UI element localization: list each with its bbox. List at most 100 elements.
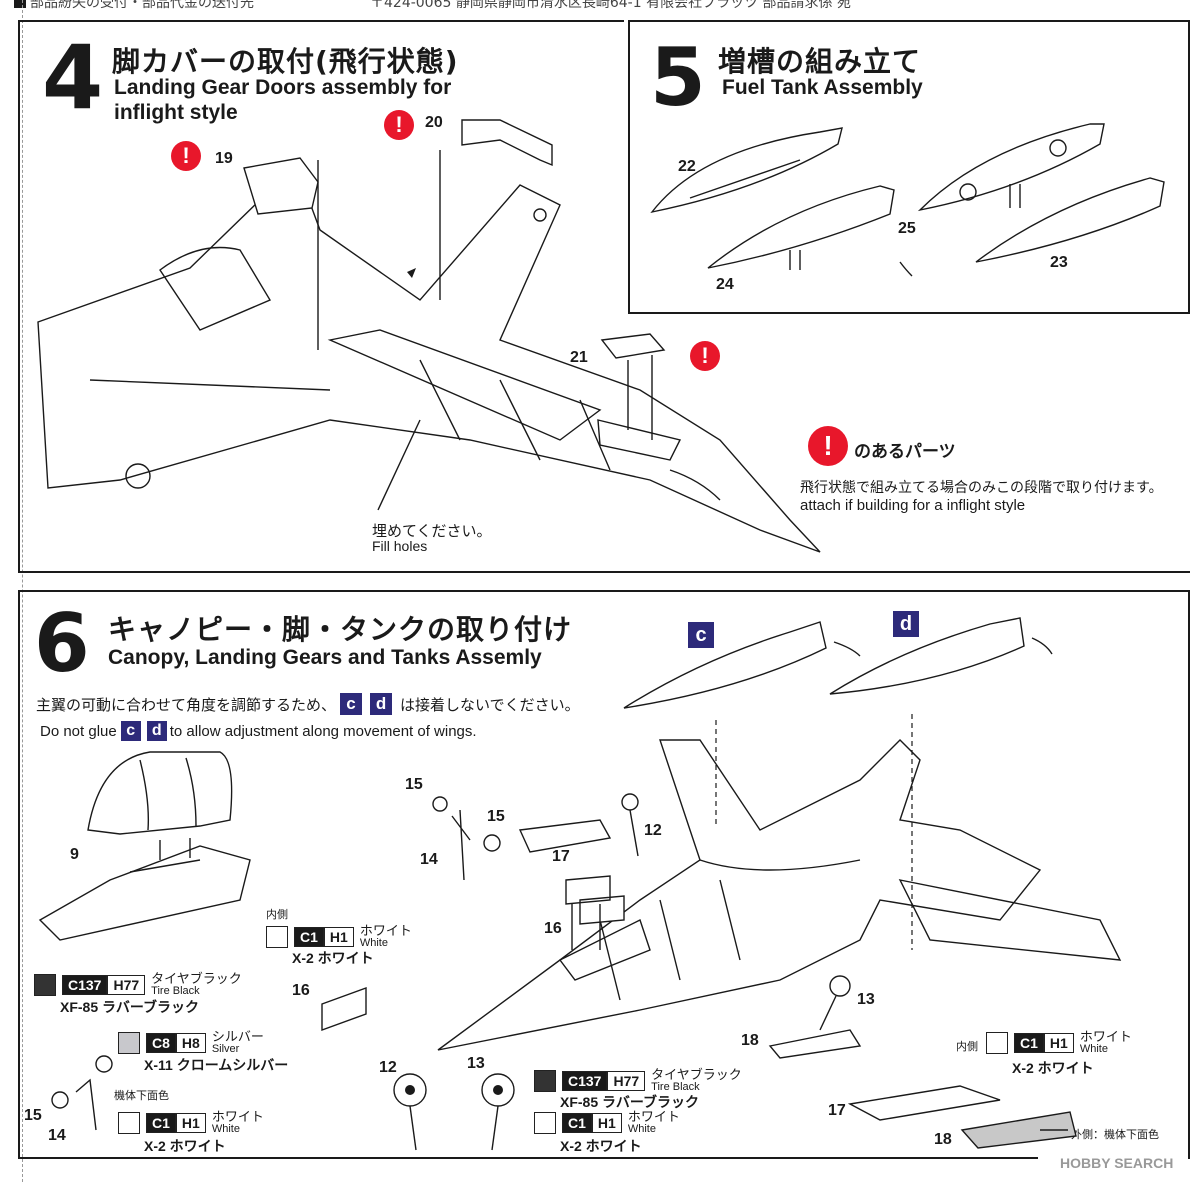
note-en-post: to allow adjustment along movement of wi…	[169, 722, 477, 740]
header-address: 〒424-0065 静岡県静岡市清水区長崎64-1 有限会社プラッツ 部品請求係…	[370, 0, 851, 11]
color-code: C137	[62, 975, 108, 995]
color-code: H1	[591, 1113, 622, 1133]
drop-tank-c	[623, 621, 827, 709]
legend-label: のあるパーツ	[854, 442, 956, 462]
watermark: HOBBY SEARCH	[1060, 1155, 1174, 1171]
color-code: C8	[146, 1033, 176, 1053]
step6-title-jp: キャノピー・脚・タンクの取り付け	[108, 613, 573, 646]
part-17-label: 17	[828, 1102, 846, 1119]
warning-icon: !	[171, 141, 201, 171]
step6-note-jp: 主翼の可動に合わせて角度を調節するため、 c d は接着しないでください。	[36, 693, 580, 715]
step4-top-border	[18, 20, 624, 22]
tag-d: d	[370, 693, 393, 715]
canopy-assembly	[38, 751, 251, 941]
fill-holes-en: Fill holes	[372, 538, 428, 554]
color-code: H77	[607, 1071, 646, 1091]
tag-d: d	[893, 611, 919, 637]
step4-panel	[18, 21, 1190, 573]
color-sub-silver: X-11 クロームシルバー	[144, 1057, 289, 1073]
aircraft-step4	[37, 174, 821, 553]
note-en-pre: Do not glue	[40, 722, 117, 740]
header-left-text: 部品紛失の受付・部品代金の送付先	[30, 0, 254, 11]
part-23-label: 23	[1050, 254, 1068, 271]
part-13-label: 13	[467, 1055, 485, 1072]
step4-title-en-2: inflight style	[114, 101, 238, 124]
part-19	[243, 157, 319, 215]
fill-holes-leader	[377, 419, 421, 511]
drop-tank-d	[829, 617, 1025, 695]
color-code: H1	[175, 1113, 206, 1133]
guide-lines	[715, 714, 913, 950]
step6-note-en: Do not glue c d to allow adjustment alon…	[40, 721, 477, 741]
color-swatch	[34, 974, 56, 996]
part-20-label: 20	[425, 114, 443, 131]
step5-panel	[628, 20, 1190, 314]
part-13-label: 13	[857, 991, 875, 1008]
tag-c: c	[340, 693, 363, 715]
fill-holes-jp: 埋めてください。	[372, 522, 492, 540]
part-12-label: 12	[379, 1059, 397, 1076]
part-14-label: 14	[48, 1127, 66, 1144]
part-15-label: 15	[24, 1107, 42, 1124]
step6-number: 6	[34, 597, 90, 690]
tag-d: d	[146, 721, 167, 741]
step5-title-jp: 増槽の組み立て	[718, 45, 922, 78]
step5-title-en: Fuel Tank Assembly	[722, 76, 923, 99]
step4-title-en-1: Landing Gear Doors assembly for	[114, 76, 452, 99]
color-swatch	[118, 1112, 140, 1134]
part-17-label: 17	[552, 848, 570, 865]
note-jp-post: は接着しないでください。	[400, 695, 580, 714]
color-code: C1	[294, 927, 324, 947]
color-sub-tire-black: XF-85 ラバーブラック	[60, 999, 200, 1015]
color-sub-white: X-2 ホワイト	[292, 950, 374, 966]
step5-number: 5	[650, 31, 706, 124]
color-swatch	[534, 1070, 556, 1092]
outer-label: 外側：機体下面色	[1071, 1128, 1159, 1141]
color-code: C1	[146, 1113, 176, 1133]
underside-label: 機体下面色	[114, 1089, 169, 1102]
aircraft-step6	[437, 739, 1122, 1051]
color-code: C1	[562, 1113, 592, 1133]
color-swatch	[266, 926, 288, 948]
part-16-label: 16	[292, 982, 310, 999]
landing-gear-parts	[51, 793, 1077, 1151]
warning-icon: !	[808, 426, 848, 466]
legend-note-en: attach if building for a inflight style	[800, 497, 1026, 514]
step6-title-en: Canopy, Landing Gears and Tanks Assemly	[108, 646, 542, 669]
part-9-label: 9	[70, 846, 79, 863]
color-sub-white: X-2 ホワイト	[560, 1138, 642, 1154]
part-21-label: 21	[570, 349, 588, 366]
inner-label: 内側	[956, 1040, 978, 1053]
guide-lines	[317, 150, 653, 440]
warning-icon: !	[384, 110, 414, 140]
inner-label: 内側	[266, 908, 288, 921]
color-code: C137	[562, 1071, 608, 1091]
legend-note-jp: 飛行状態で組み立てる場合のみこの段階で取り付けます。	[800, 480, 1163, 496]
part-14-label: 14	[420, 851, 438, 868]
color-sub-white: X-2 ホワイト	[1012, 1060, 1094, 1076]
color-code: C1	[1014, 1033, 1044, 1053]
color-swatch	[534, 1112, 556, 1134]
part-18-label: 18	[934, 1131, 952, 1148]
part-12-label: 12	[644, 822, 662, 839]
step6-bottom-border	[18, 1157, 1038, 1159]
part-21	[600, 333, 666, 359]
step4-left-border	[18, 20, 20, 572]
part-18-label: 18	[741, 1032, 759, 1049]
color-sub-tire-black: XF-85 ラバーブラック	[560, 1094, 700, 1110]
color-code: H1	[323, 927, 354, 947]
color-sub-white: X-2 ホワイト	[144, 1138, 226, 1154]
step6-panel	[18, 590, 1190, 1159]
part-16-label: 16	[544, 920, 562, 937]
color-code: H8	[175, 1033, 206, 1053]
tanks-step5	[650, 123, 1165, 277]
